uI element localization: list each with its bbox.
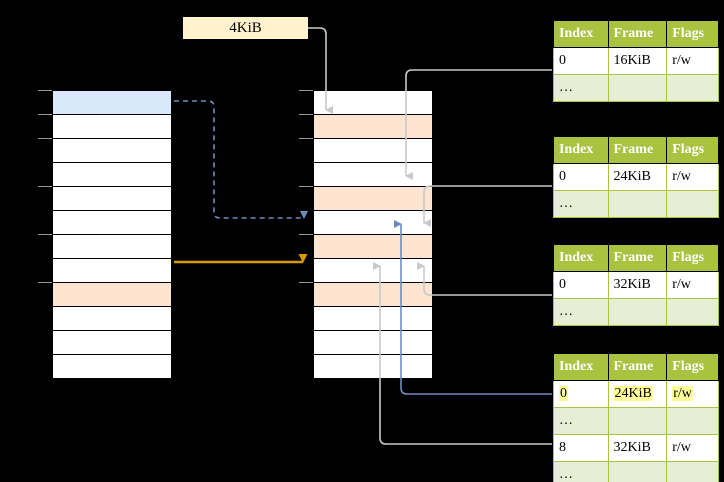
- virtual-page-row-11: [52, 354, 172, 379]
- physical-frame-row-4: [313, 186, 433, 211]
- page-table-level-4-cell-3-1: [607, 461, 668, 482]
- page-table-level-1-cell-0-0: 0: [553, 47, 609, 75]
- page-table-level-3-cell-1-0: …: [553, 298, 609, 326]
- physical-frame-tick-0: [299, 90, 313, 91]
- wire-table2-to-physical: [423, 185, 552, 227]
- page-table-level-2-header-flags: Flags: [666, 136, 719, 164]
- physical-frame-tick-2: [299, 138, 313, 139]
- page-table-level-2-cell-0-0: 0: [553, 163, 609, 191]
- page-table-level-2-header-frame: Frame: [607, 136, 668, 164]
- physical-frame-row-0: [313, 90, 433, 115]
- page-table-level-2-cell-0-2: r/w: [666, 163, 719, 191]
- page-table-level-4-cell-0-0: 0: [553, 380, 609, 408]
- page-table-level-2-cell-1-2: [666, 190, 719, 218]
- page-table-level-2-cell-1-1: [607, 190, 668, 218]
- virtual-page-row-7: [52, 258, 172, 283]
- physical-frame-row-11: [313, 354, 433, 379]
- physical-frame-row-8: [313, 282, 433, 307]
- virtual-page-row-1: [52, 114, 172, 139]
- physical-frame-tick-1: [299, 114, 313, 115]
- page-table-level-4-cell-2-1: 32KiB: [607, 434, 668, 462]
- wire-table3-to-physical: [417, 262, 552, 296]
- page-table-level-4-header-index: Index: [553, 353, 609, 381]
- page-table-level-3-cell-0-2: r/w: [666, 271, 719, 299]
- page-table-level-4-cell-0-2: r/w: [666, 380, 719, 408]
- page-table-level-3-header-flags: Flags: [666, 244, 719, 272]
- page-table-level-2-row-1[interactable]: …: [553, 190, 719, 218]
- page-table-level-4-row-1[interactable]: …: [553, 407, 719, 435]
- page-table-level-2-cell-0-1: 24KiB: [607, 163, 668, 191]
- page-table-level-3-cell-1-1: [607, 298, 668, 326]
- physical-frame-row-9: [313, 306, 433, 331]
- page-table-level-1-row-1[interactable]: …: [553, 74, 719, 102]
- physical-frame-tick-4: [299, 186, 313, 187]
- physical-frame-row-2: [313, 138, 433, 163]
- page-table-level-4-header-flags: Flags: [666, 353, 719, 381]
- virtual-page-tick-8: [38, 282, 52, 283]
- page-table-level-4-cell-1-1: [607, 407, 668, 435]
- virtual-page-tick-0: [38, 90, 52, 91]
- page-table-level-1-cell-0-1: 16KiB: [607, 47, 668, 75]
- page-table-level-2-cell-1-0: …: [553, 190, 609, 218]
- page-table-level-1-cell-0-2: r/w: [666, 47, 719, 75]
- page-table-level-1-header-frame: Frame: [607, 20, 668, 48]
- virtual-page-tick-4: [38, 186, 52, 187]
- physical-frame-tick-8: [299, 282, 313, 283]
- virtual-page-row-10: [52, 330, 172, 355]
- wire-virtual-to-physical-blue-dashed: [174, 100, 308, 219]
- page-table-level-4-row-3[interactable]: …: [553, 461, 719, 482]
- page-table-level-3-header-frame: Frame: [607, 244, 668, 272]
- physical-frame-row-1: [313, 114, 433, 139]
- virtual-page-row-3: [52, 162, 172, 187]
- page-table-level-1-cell-1-2: [666, 74, 719, 102]
- virtual-page-row-9: [52, 306, 172, 331]
- page-table-level-3-row-1[interactable]: …: [553, 298, 719, 326]
- page-table-level-2-header-index: Index: [553, 136, 609, 164]
- physical-frame-tick-6: [299, 234, 313, 235]
- page-table-level-1-cell-1-1: [607, 74, 668, 102]
- page-table-level-1-header-flags: Flags: [666, 20, 719, 48]
- virtual-page-row-4: [52, 186, 172, 211]
- physical-memory-column: [313, 90, 433, 379]
- page-table-level-3-header-index: Index: [553, 244, 609, 272]
- page-table-level-4-cell-0-1: 24KiB: [607, 380, 668, 408]
- virtual-page-row-5: [52, 210, 172, 235]
- page-table-level-1-header-index: Index: [553, 20, 609, 48]
- physical-frame-row-3: [313, 162, 433, 187]
- page-table-level-4-cell-3-2: [666, 461, 719, 482]
- virtual-page-row-6: [52, 234, 172, 259]
- physical-frame-row-10: [313, 330, 433, 355]
- virtual-page-row-8: [52, 282, 172, 307]
- size-label-4kib: 4KiB: [183, 17, 308, 39]
- page-table-level-3-cell-0-1: 32KiB: [607, 271, 668, 299]
- page-table-level-4-cell-2-0: 8: [553, 434, 609, 462]
- page-table-level-4-cell-1-0: …: [553, 407, 609, 435]
- page-table-level-4-header-frame: Frame: [607, 353, 668, 381]
- virtual-page-tick-6: [38, 234, 52, 235]
- page-table-level-4-cell-1-2: [666, 407, 719, 435]
- virtual-address-space-column: [52, 90, 172, 379]
- virtual-page-tick-1: [38, 114, 52, 115]
- physical-frame-row-7: [313, 258, 433, 283]
- physical-frame-row-5: [313, 210, 433, 235]
- page-table-level-3-cell-0-0: 0: [553, 271, 609, 299]
- virtual-page-row-0: [52, 90, 172, 115]
- page-table-level-4-cell-3-0: …: [553, 461, 609, 482]
- physical-frame-row-6: [313, 234, 433, 259]
- virtual-page-tick-2: [38, 138, 52, 139]
- page-table-level-1-cell-1-0: …: [553, 74, 609, 102]
- page-table-level-4-cell-2-2: r/w: [666, 434, 719, 462]
- virtual-page-row-2: [52, 138, 172, 163]
- page-table-level-3-cell-1-2: [666, 298, 719, 326]
